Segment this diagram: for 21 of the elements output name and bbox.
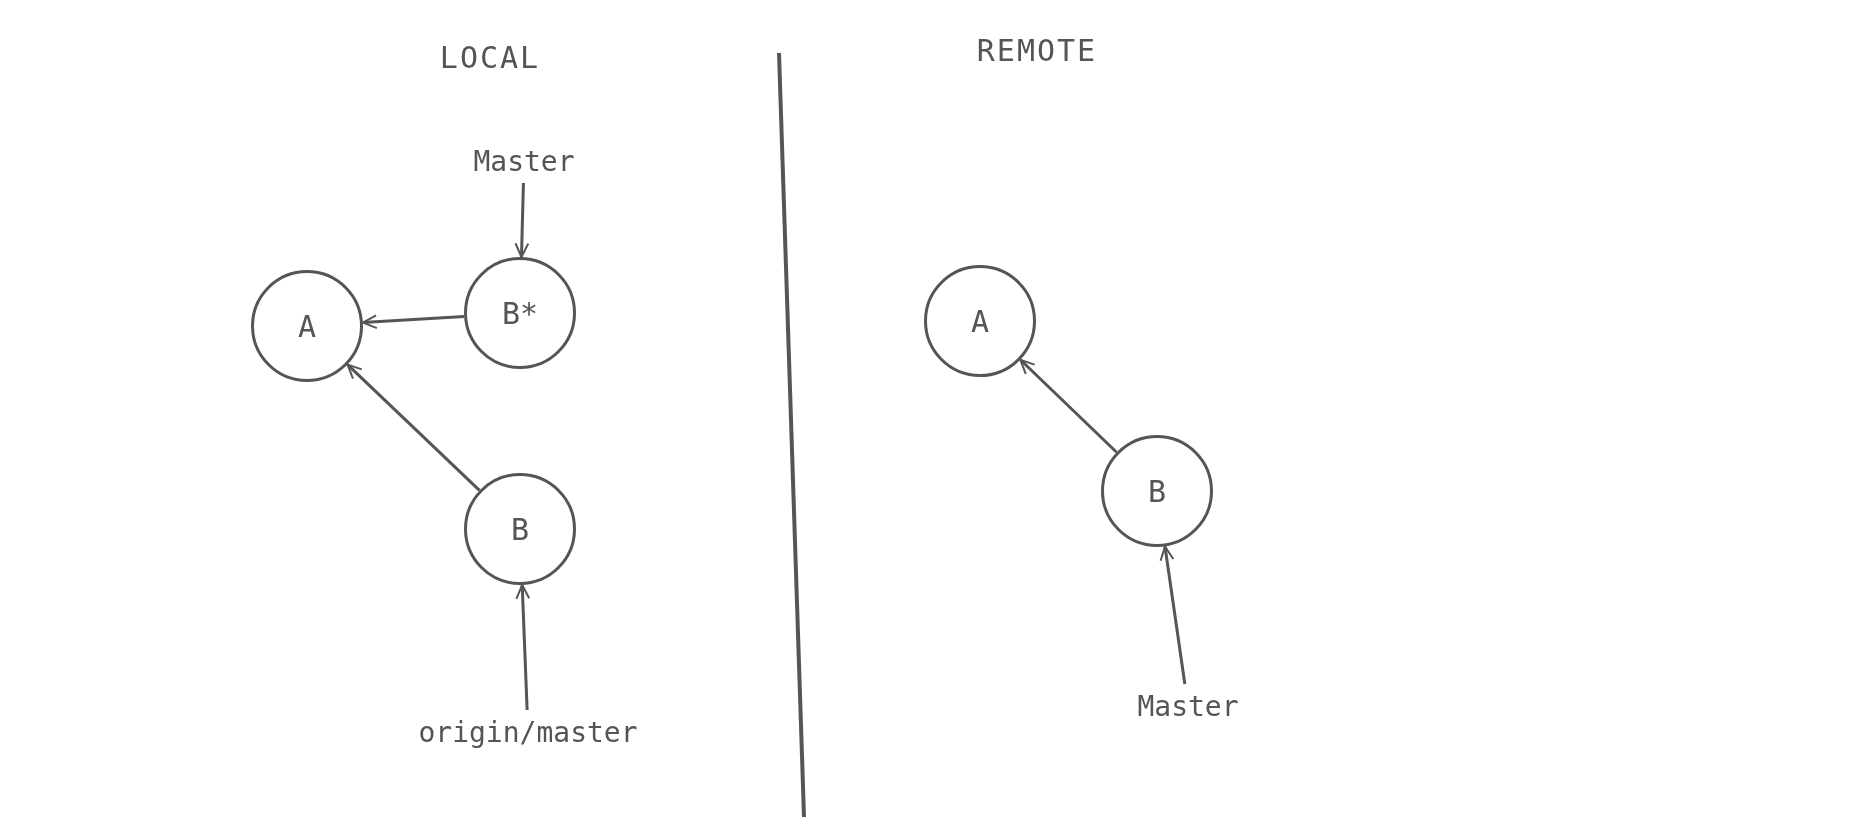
commit-circle [251, 270, 363, 382]
arrow [1159, 545, 1187, 685]
commit-circle [464, 473, 576, 585]
branch-label: Master [1137, 689, 1239, 723]
commit-label: A [970, 303, 990, 339]
commit-circle [1101, 435, 1213, 547]
branch-label: origin/master [418, 715, 638, 749]
section-heading: REMOTE [976, 32, 1098, 68]
commit-label: B* [501, 295, 539, 331]
arrow [1019, 358, 1118, 454]
arrow [346, 363, 481, 492]
arrow [514, 182, 530, 258]
arrow [361, 314, 465, 330]
commit-label: B [510, 511, 530, 547]
arrow [515, 583, 531, 711]
section-heading: LOCAL [439, 39, 541, 75]
commit-label: B [1147, 473, 1167, 509]
commit-circle [464, 257, 576, 369]
commit-label: A [297, 308, 317, 344]
commit-circle [924, 265, 1036, 377]
branch-label: Master [473, 144, 575, 178]
